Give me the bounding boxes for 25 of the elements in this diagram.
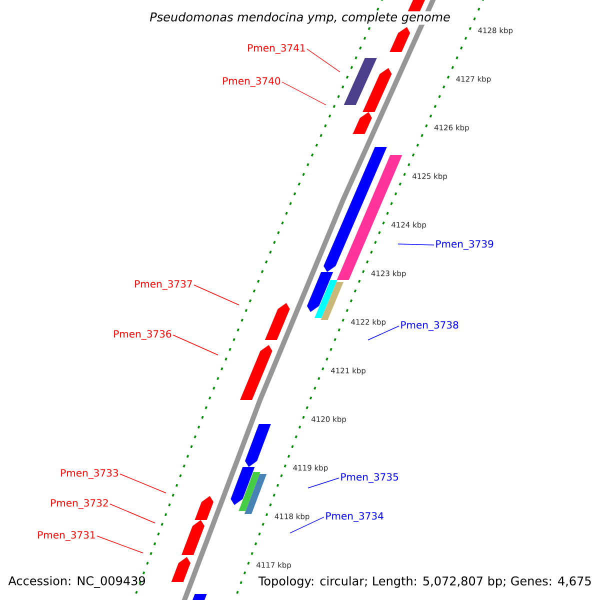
gene-label: Pmen_3741 [248, 44, 305, 54]
gene-label: Pmen_3732 [51, 499, 108, 509]
leader-line [110, 504, 156, 524]
accession-text: Accession: NC_009439 [8, 576, 145, 588]
leader-line [194, 284, 240, 306]
gene-label: Pmen_3738 [401, 321, 458, 331]
leader-line [172, 334, 218, 356]
gene-label: Pmen_3731 [38, 531, 95, 541]
gene-label: Pmen_3739 [436, 240, 494, 250]
gene-label: Pmen_3734 [326, 512, 384, 522]
gene-label: Pmen_3737 [135, 280, 192, 290]
gene-label: Pmen_3740 [223, 77, 280, 87]
leader-line [308, 478, 340, 488]
title: Pseudomonas mendocina ymp, complete genome [148, 11, 452, 25]
genome-info-text: Topology: circular; Length: 5,072,807 bp; Genes: 4,675 [258, 576, 591, 588]
gene-label: Pmen_3733 [61, 469, 118, 479]
leader-line [306, 48, 340, 72]
leader-line [120, 474, 166, 494]
leader-line [368, 326, 400, 340]
leader-line [290, 516, 324, 534]
leader-line [282, 82, 326, 106]
leader-line [398, 244, 434, 246]
gene-label: Pmen_3735 [341, 473, 398, 483]
leader-line [96, 536, 144, 554]
gene-label: Pmen_3736 [114, 330, 172, 340]
